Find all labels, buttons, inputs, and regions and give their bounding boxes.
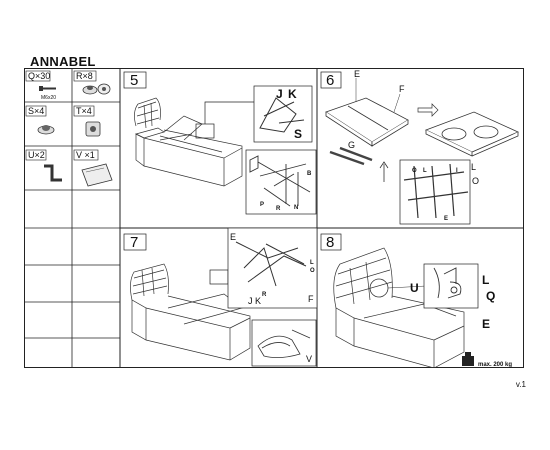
callout-r-7: R (262, 292, 267, 298)
bracket-icon (44, 164, 62, 182)
part-t-label: T×4 (76, 106, 92, 116)
part-s: S×4 (25, 105, 55, 135)
arrow-right-icon (417, 103, 439, 117)
callout-o-7: O (310, 268, 315, 274)
part-q-label: Q×30 (28, 71, 50, 81)
step-8-number: 8 (326, 234, 334, 251)
step-7: 7 E L O J K R F V (123, 227, 318, 367)
step-5-number: 5 (130, 72, 138, 89)
part-u-label: U×2 (28, 150, 45, 160)
slat-bars-icon (329, 146, 373, 166)
step-7-number: 7 (130, 234, 138, 251)
part-v: V ×1 (73, 149, 113, 187)
bed-drawing-5 (134, 97, 243, 187)
callout-f-6: F (399, 84, 405, 94)
bolt-icon (39, 86, 56, 91)
assembled-panel-icon (424, 111, 519, 157)
part-r-label: R×8 (76, 71, 93, 81)
frame-fitting-icon (249, 155, 311, 207)
bushing-icon (85, 121, 101, 137)
product-title: ANNABEL (30, 54, 96, 69)
part-u: U×2 (25, 149, 62, 182)
callout-j-5: J (276, 87, 283, 101)
spacer-icon (37, 125, 55, 135)
sheet-frame (24, 68, 524, 368)
detail-box-7-top (227, 227, 318, 309)
part-r: R×8 (73, 70, 111, 95)
slat-fitting-icon (403, 163, 469, 219)
strap-fitting-icon (257, 329, 311, 358)
callout-k-7: K (255, 296, 261, 306)
callout-l-7: L (310, 260, 314, 266)
part-t: T×4 (73, 105, 101, 137)
callout-o-6: O (472, 176, 479, 186)
lift-mechanism-icon (259, 97, 305, 133)
handle-strap-icon (81, 163, 113, 187)
callout-p-5: P (260, 202, 264, 208)
max-load-label: max. 200 kg (478, 362, 512, 368)
part-q-size: M6x20 (41, 95, 56, 101)
callout-g2-6: I (456, 168, 458, 174)
version-label: v.1 (515, 380, 526, 389)
part-s-label: S×4 (28, 106, 44, 116)
bracket-fitting-icon (433, 267, 462, 299)
callout-q-8: Q (486, 289, 495, 303)
callout-k-5: K (288, 87, 297, 101)
arrow-up-icon (379, 161, 389, 182)
weight-icon (462, 352, 474, 366)
detail-box-6 (399, 159, 471, 225)
callout-e-8: E (482, 317, 490, 331)
callout-e-7: E (230, 232, 236, 242)
callout-e-6: E (354, 69, 360, 79)
callout-s-5: S (294, 127, 302, 141)
step-6-number: 6 (326, 72, 334, 89)
callout-f-7: F (308, 294, 314, 304)
part-v-label: V ×1 (76, 150, 95, 160)
callout-f2-6: E (444, 216, 448, 222)
base-panel-icon (325, 97, 409, 147)
callout-i-6: L (423, 168, 427, 174)
detail-marker (369, 278, 389, 298)
part-q: Q×30 M6x20 (25, 70, 56, 101)
step-5: 5 J K S (123, 71, 317, 215)
instruction-sheet: Q×30 M6x20 R×8 S×4 T×4 U×2 (24, 68, 524, 368)
callout-g-6: G (348, 140, 355, 150)
step-8: 8 U L Q E max. 200 kg (320, 233, 512, 368)
callout-n-5: N (294, 205, 298, 211)
bed-drawing-7 (130, 263, 251, 361)
gas-strut-icon (235, 241, 307, 287)
detail-box-5-top (253, 85, 313, 143)
nut-washer-icon (82, 83, 111, 95)
callout-e2-6: O (412, 168, 417, 174)
instruction-diagram: Q×30 M6x20 R×8 S×4 T×4 U×2 (24, 68, 524, 368)
callout-j-7: J (248, 296, 253, 306)
callout-u-8: U (410, 281, 419, 295)
callout-l-6: L (471, 162, 476, 172)
callout-r-5: R (276, 206, 281, 212)
callout-l-8: L (482, 273, 489, 287)
callout-b-5: B (307, 171, 312, 177)
detail-box-8 (423, 263, 479, 309)
callout-v-7: V (306, 354, 312, 364)
step-6: 6 E F G L (320, 69, 519, 225)
